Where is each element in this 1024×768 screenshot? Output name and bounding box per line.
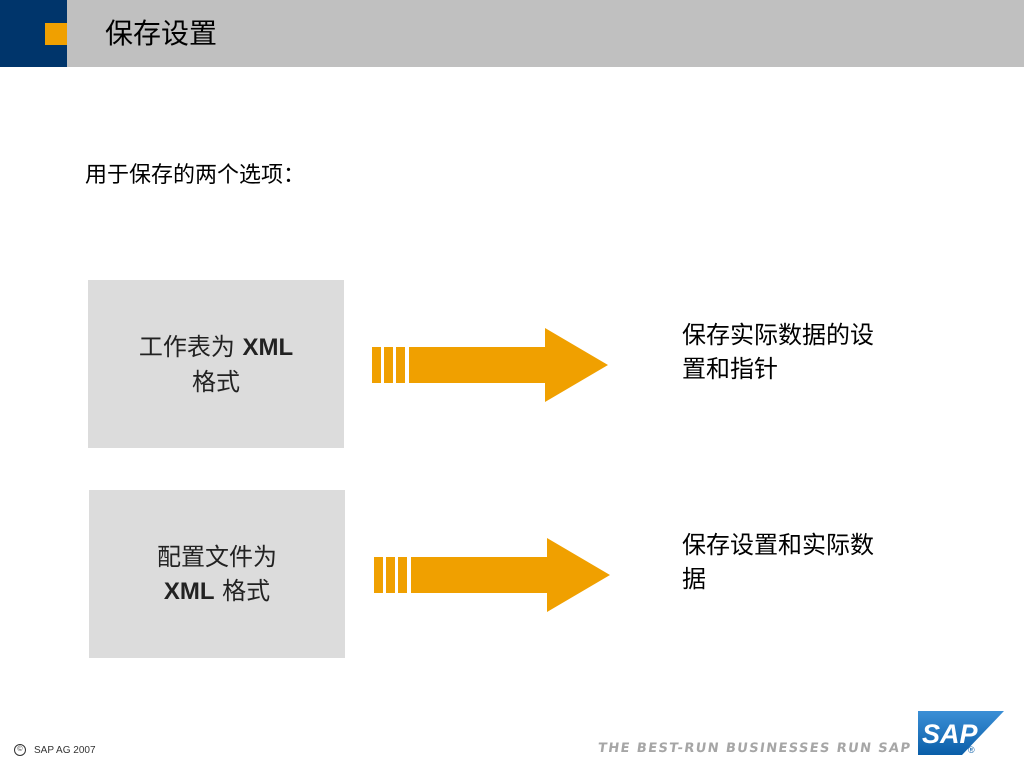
- arrow-stripe: [384, 347, 393, 383]
- result-text-1: 保存实际数据的设 置和指针: [682, 318, 922, 386]
- arrow-stripe: [398, 557, 407, 593]
- option-box-text: 工作表为 XML 格式: [139, 330, 293, 399]
- arrow-stripe: [372, 347, 381, 383]
- option-label-cn: 工作表为: [138, 332, 243, 361]
- registered-mark-icon: ®: [968, 745, 975, 755]
- arrow-body: [411, 538, 610, 612]
- page-title: 保存设置: [105, 17, 218, 50]
- sap-logo-shape: [918, 711, 1004, 755]
- option-box-config-xml: 配置文件为 XML 格式: [89, 490, 345, 658]
- header-accent-square: [45, 23, 67, 45]
- arrow-stripe: [386, 557, 395, 593]
- copyright-text: SAP AG 2007: [34, 744, 96, 756]
- result-line: 保存实际数据的设: [682, 321, 874, 349]
- arrow-stripe: [396, 347, 405, 383]
- intro-text: 用于保存的两个选项：: [85, 163, 306, 188]
- arrow-right-icon: [374, 538, 610, 612]
- option-box-worksheet-xml: 工作表为 XML 格式: [88, 280, 344, 448]
- arrow-right-icon: [372, 328, 608, 402]
- arrow-body: [409, 328, 608, 402]
- sap-tagline: THE BEST-RUN BUSINESSES RUN SAP: [596, 741, 913, 756]
- sap-logo-text: SAP: [922, 719, 979, 749]
- arrow-stripe: [374, 557, 383, 593]
- option-label-latin: XML: [163, 577, 215, 605]
- result-line: 保存设置和实际数: [682, 531, 874, 559]
- result-line: 置和指针: [682, 355, 778, 383]
- sap-logo: SAP ®: [918, 711, 1004, 755]
- option-label-latin: XML: [242, 333, 294, 361]
- option-label-cn: 格式: [192, 367, 240, 396]
- result-line: 据: [682, 565, 706, 593]
- result-text-2: 保存设置和实际数 据: [682, 528, 922, 596]
- copyright-icon: ©: [14, 744, 26, 756]
- option-box-text: 配置文件为 XML 格式: [157, 540, 277, 609]
- header-bar: [0, 0, 1024, 67]
- option-label-cn: 格式: [214, 576, 271, 605]
- option-label-cn: 配置文件为: [157, 542, 277, 571]
- copyright-notice: © SAP AG 2007: [14, 744, 96, 756]
